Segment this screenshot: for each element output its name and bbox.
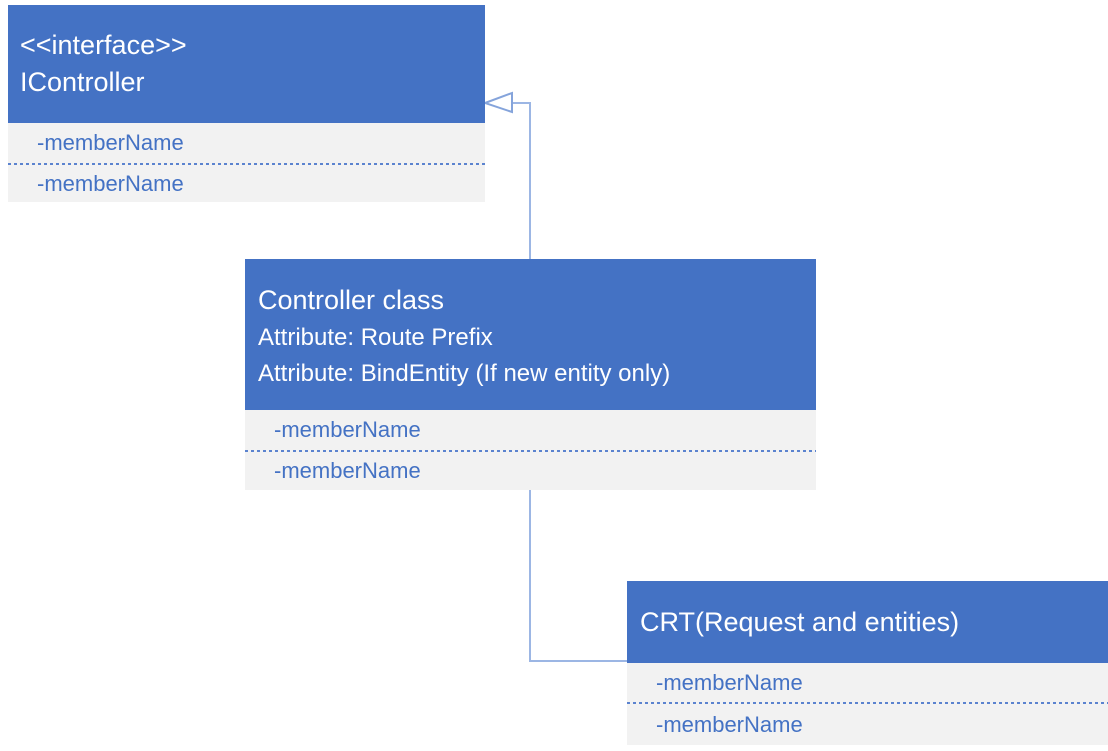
class-stereotype: <<interface>> (20, 30, 187, 60)
member-row: -memberName (37, 130, 184, 155)
member-row: -memberName (37, 170, 184, 196)
class-box-icontroller: <<interface>> IController -memberName -m… (8, 5, 485, 202)
member-row: -memberName (656, 669, 803, 695)
class-attribute: Attribute: BindEntity (If new entity onl… (258, 360, 671, 387)
class-members-crt: -memberName -memberName (627, 663, 1108, 745)
class-title: IController (20, 67, 145, 97)
member-row: -memberName (274, 417, 421, 442)
inheritance-triangle-icon (481, 91, 513, 114)
class-attribute: Attribute: Route Prefix (258, 324, 493, 351)
class-title: Controller class (258, 285, 445, 315)
class-members-controller: -memberName -memberName (245, 410, 816, 490)
member-row: -memberName (656, 711, 803, 737)
member-divider (245, 450, 816, 452)
class-box-crt: CRT(Request and entities) -memberName -m… (627, 581, 1108, 745)
class-box-controller: Controller class Attribute: Route Prefix… (245, 259, 816, 490)
class-members-icontroller: -memberName -memberName (8, 123, 485, 202)
class-header-controller: Controller class Attribute: Route Prefix… (245, 259, 816, 410)
member-divider (8, 163, 485, 165)
class-header-icontroller: <<interface>> IController (8, 5, 485, 123)
class-title: CRT(Request and entities) (640, 606, 960, 637)
member-divider (627, 702, 1108, 704)
member-row: -memberName (274, 458, 421, 483)
class-header-crt: CRT(Request and entities) (627, 581, 1108, 663)
